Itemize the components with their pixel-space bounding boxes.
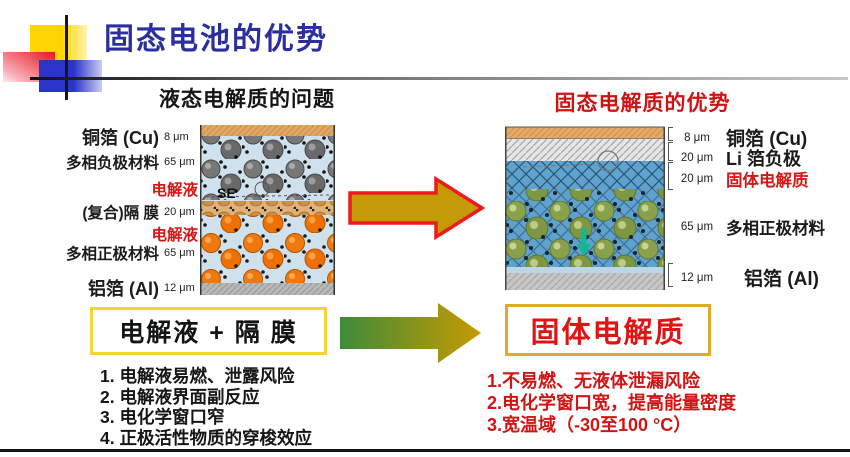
deco-blue-square (39, 60, 102, 92)
left-layer-label-cu: 铜箔 (Cu) 8 μm (82, 128, 189, 148)
solid-electrolyte-box: 固体电解质 (505, 304, 711, 356)
gradient-arrow-icon (340, 303, 481, 363)
se-annotation: SE (217, 185, 236, 201)
left-layer-label-anode: 多相负极材料 65 μm (65, 155, 195, 172)
solid-battery-diagram (505, 126, 665, 290)
deco-vertical-line (65, 15, 68, 100)
right-layer-label-al: 12 μm 铝箔 (Al) (680, 269, 819, 290)
layer-bracket (668, 263, 673, 287)
right-layer-label-cu: 8 μm 铜箔 (Cu) (684, 129, 808, 150)
right-section-header: 固态电解质的优势 (554, 92, 731, 115)
liquid-issues-list: 1. 电解液易燃、泄露风险 2. 电解液界面副反应 3. 电化学窗口窄 4. 正… (100, 366, 312, 448)
list-item: 3.宽温域（-30至100 °C） (487, 415, 692, 435)
left-layer-label-al: 铝箔 (Al) 12 μm (88, 279, 195, 299)
list-item: 2.电化学窗口宽，提高能量密度 (487, 393, 737, 413)
list-item: 2. 电解液界面副反应 (100, 386, 260, 407)
list-item: 4. 正极活性物质的穿梭效应 (100, 427, 312, 448)
left-section-header: 液态电解质的问题 (159, 88, 335, 111)
transform-arrow-icon (348, 176, 486, 240)
liquid-battery-diagram: SE (200, 125, 335, 295)
right-layer-label-li-anode: 20 μm Li 箔负极 (680, 149, 801, 169)
layer-bracket (668, 142, 673, 161)
left-layer-label-electrolyte-1: 电解液 (151, 182, 198, 199)
list-item: 3. 电化学窗口窄 (100, 407, 225, 427)
left-layer-label-separator: (复合)隔 膜 20 μm (82, 205, 195, 222)
title-rule (30, 77, 848, 80)
right-layer-label-cathode: 65 μm 多相正极材料 (680, 220, 825, 238)
solid-advantages-list: 1.不易燃、无液体泄漏风险 2.电化学窗口宽，提高能量密度 3.宽温域（-30至… (487, 370, 736, 436)
left-layer-label-cathode: 多相正极材料 65 μm (65, 246, 195, 263)
left-layer-label-electrolyte-2: 电解液 (151, 227, 198, 244)
liquid-electrolyte-box: 电解液 + 隔 膜 (90, 307, 327, 355)
list-item: 1.不易燃、无液体泄漏风险 (487, 371, 701, 391)
list-item: 1. 电解液易燃、泄露风险 (100, 366, 295, 386)
bottom-rule (0, 449, 850, 452)
right-layer-label-solid-electrolyte: 20 μm 固体电解质 (680, 172, 809, 190)
layer-bracket (668, 162, 673, 190)
page-title: 固态电池的优势 (104, 23, 328, 56)
layer-bracket (668, 127, 673, 141)
